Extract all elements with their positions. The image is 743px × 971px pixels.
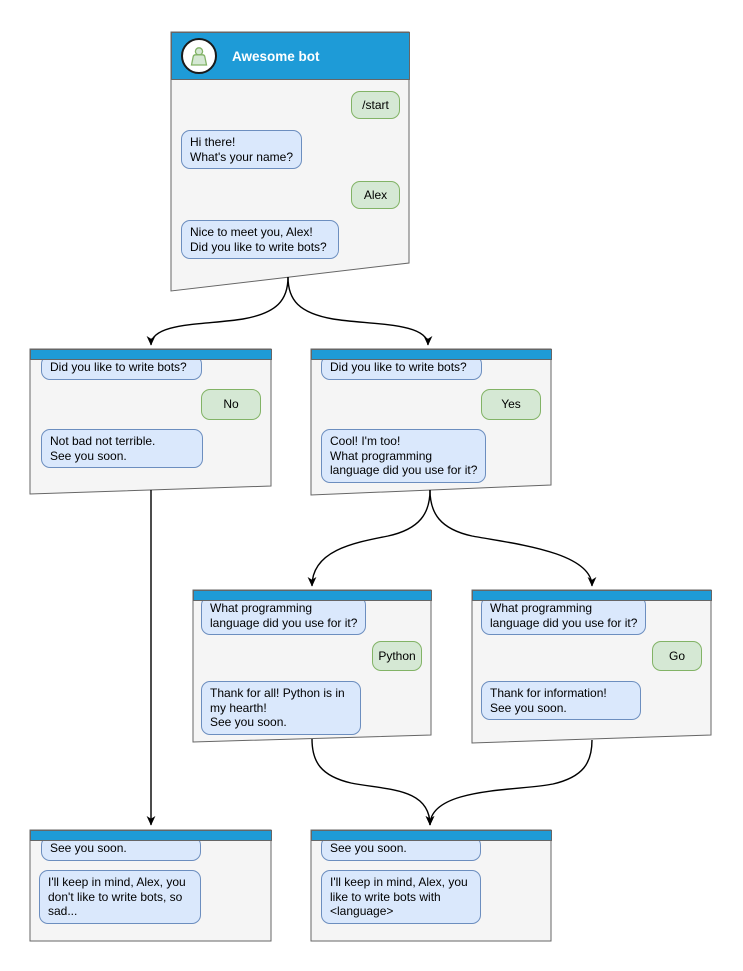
bot-message-bubble: I'll keep in mind, Alex, you don't like … <box>39 870 201 924</box>
user-message-bubble: Yes <box>481 389 541 420</box>
bot-message-bubble: Cool! I'm too! What programming language… <box>321 429 487 483</box>
edge-yes-to-go <box>429 489 597 587</box>
window-title: Awesome bot <box>232 48 320 64</box>
bot-message-bubble: What programming language did you use fo… <box>481 596 647 636</box>
bot-message-bubble: Thank for all! Python is in my hearth! S… <box>201 681 361 735</box>
window-titlebar <box>472 590 712 601</box>
window-titlebar <box>30 830 272 841</box>
window-titlebar <box>193 590 432 601</box>
bot-avatar <box>181 38 217 74</box>
person-icon <box>190 47 208 66</box>
window-titlebar <box>311 349 552 360</box>
edge-yes-to-python <box>307 489 431 587</box>
user-message-bubble: /start <box>351 91 400 119</box>
edge-go-to-end-yes <box>425 739 593 826</box>
bot-message-bubble: Hi there! What's your name? <box>181 130 303 170</box>
user-message-bubble: Alex <box>351 181 400 209</box>
bot-message-bubble: I'll keep in mind, Alex, you like to wri… <box>321 870 481 924</box>
edge-python-to-end-yes <box>311 738 435 826</box>
bot-message-bubble: Thank for information! See you soon. <box>481 681 641 721</box>
user-message-bubble: No <box>201 389 261 420</box>
edge-main-to-yes <box>287 276 433 346</box>
user-message-bubble: Go <box>652 641 702 671</box>
edge-main-to-no <box>146 276 289 346</box>
bot-message-bubble: Nice to meet you, Alex! Did you like to … <box>181 220 339 260</box>
user-message-bubble: Python <box>372 641 422 671</box>
window-titlebar <box>30 349 272 360</box>
window-titlebar <box>311 830 552 841</box>
bot-message-bubble: Not bad not terrible. See you soon. <box>41 429 203 469</box>
window-titlebar: Awesome bot <box>171 32 410 80</box>
bot-message-bubble: What programming language did you use fo… <box>201 596 367 636</box>
